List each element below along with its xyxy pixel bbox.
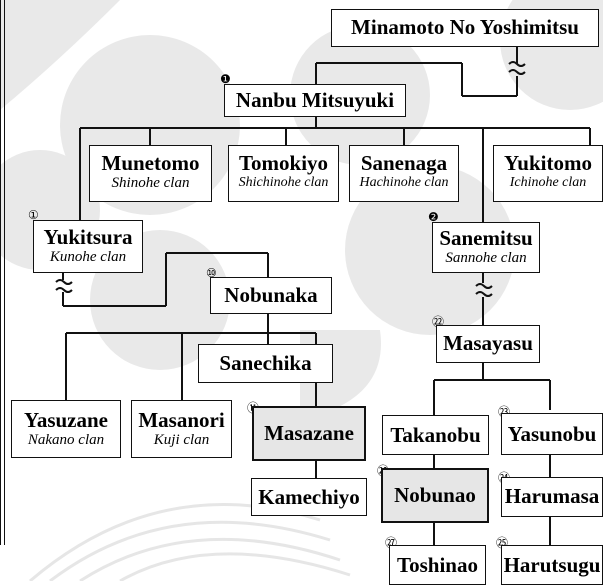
- node-name: Nanbu Mitsuyuki: [235, 88, 395, 112]
- left-frame-border: [0, 0, 5, 545]
- node-takanobu: Takanobu: [382, 415, 489, 455]
- node-name: Yasunobu: [507, 422, 597, 446]
- node-sanechika: Sanechika: [198, 344, 333, 383]
- node-clan: Kuji clan: [153, 432, 210, 449]
- node-name: Yasuzane: [23, 408, 108, 432]
- node-name: Nobunao: [394, 483, 476, 507]
- badge-nobunaka: ⑩: [206, 266, 217, 280]
- node-name: Tomokiyo: [238, 151, 329, 175]
- node-harutsugu: Harutsugu: [501, 545, 603, 585]
- node-clan: Sannohe clan: [445, 250, 527, 267]
- node-name: Yukitsura: [43, 225, 133, 249]
- node-clan: Nakano clan: [27, 432, 105, 449]
- node-kamechiyo: Kamechiyo: [251, 478, 367, 516]
- node-name: Sanemitsu: [439, 226, 533, 250]
- node-masayasu: Masayasu: [436, 325, 540, 363]
- node-name: Munetomo: [101, 151, 200, 175]
- node-name: Harumasa: [504, 484, 600, 508]
- node-yasunobu: Yasunobu: [501, 413, 603, 455]
- node-masanori: Masanori Kuji clan: [131, 400, 232, 458]
- node-harumasa: Harumasa: [501, 477, 603, 517]
- node-minamoto-no-yoshimitsu: Minamoto No Yoshimitsu: [331, 9, 599, 47]
- node-name: Masanori: [138, 408, 225, 432]
- badge-mitsuyuki: ❶: [220, 72, 231, 86]
- node-clan: Shichinohe clan: [238, 175, 329, 191]
- node-clan: Hachinohe clan: [359, 175, 449, 191]
- node-name: Kamechiyo: [258, 485, 360, 509]
- node-masazane: Masazane: [252, 406, 366, 461]
- node-nobunao: Nobunao: [381, 468, 489, 523]
- node-clan: Shinohe clan: [111, 175, 190, 192]
- node-nanbu-mitsuyuki: Nanbu Mitsuyuki: [224, 84, 406, 117]
- node-clan: Kunohe clan: [49, 249, 127, 266]
- node-name: Yukitomo: [504, 151, 592, 175]
- node-name: Sanechika: [219, 351, 312, 375]
- badge-sanemitsu: ❷: [428, 210, 439, 224]
- node-name: Nobunaka: [224, 283, 318, 307]
- badge-yukitsura: ①: [28, 208, 39, 222]
- node-name: Sanenaga: [360, 151, 448, 175]
- node-nobunaka: Nobunaka: [210, 277, 332, 314]
- node-name: Toshinao: [397, 553, 478, 577]
- node-sanemitsu: Sanemitsu Sannohe clan: [432, 222, 540, 273]
- node-sanenaga: Sanenaga Hachinohe clan: [349, 145, 459, 202]
- node-name: Masayasu: [443, 331, 533, 355]
- node-munetomo: Munetomo Shinohe clan: [89, 145, 212, 202]
- node-yasuzane: Yasuzane Nakano clan: [11, 400, 121, 458]
- node-toshinao: Toshinao: [389, 545, 486, 585]
- node-name: Minamoto No Yoshimitsu: [351, 15, 579, 39]
- node-name: Masazane: [264, 421, 354, 445]
- node-tomokiyo: Tomokiyo Shichinohe clan: [228, 145, 339, 202]
- node-name: Harutsugu: [503, 553, 601, 577]
- node-yukitsura: Yukitsura Kunohe clan: [33, 220, 143, 273]
- node-yukitomo: Yukitomo Ichinohe clan: [493, 145, 603, 202]
- node-clan: Ichinohe clan: [509, 175, 587, 191]
- node-name: Takanobu: [390, 423, 481, 447]
